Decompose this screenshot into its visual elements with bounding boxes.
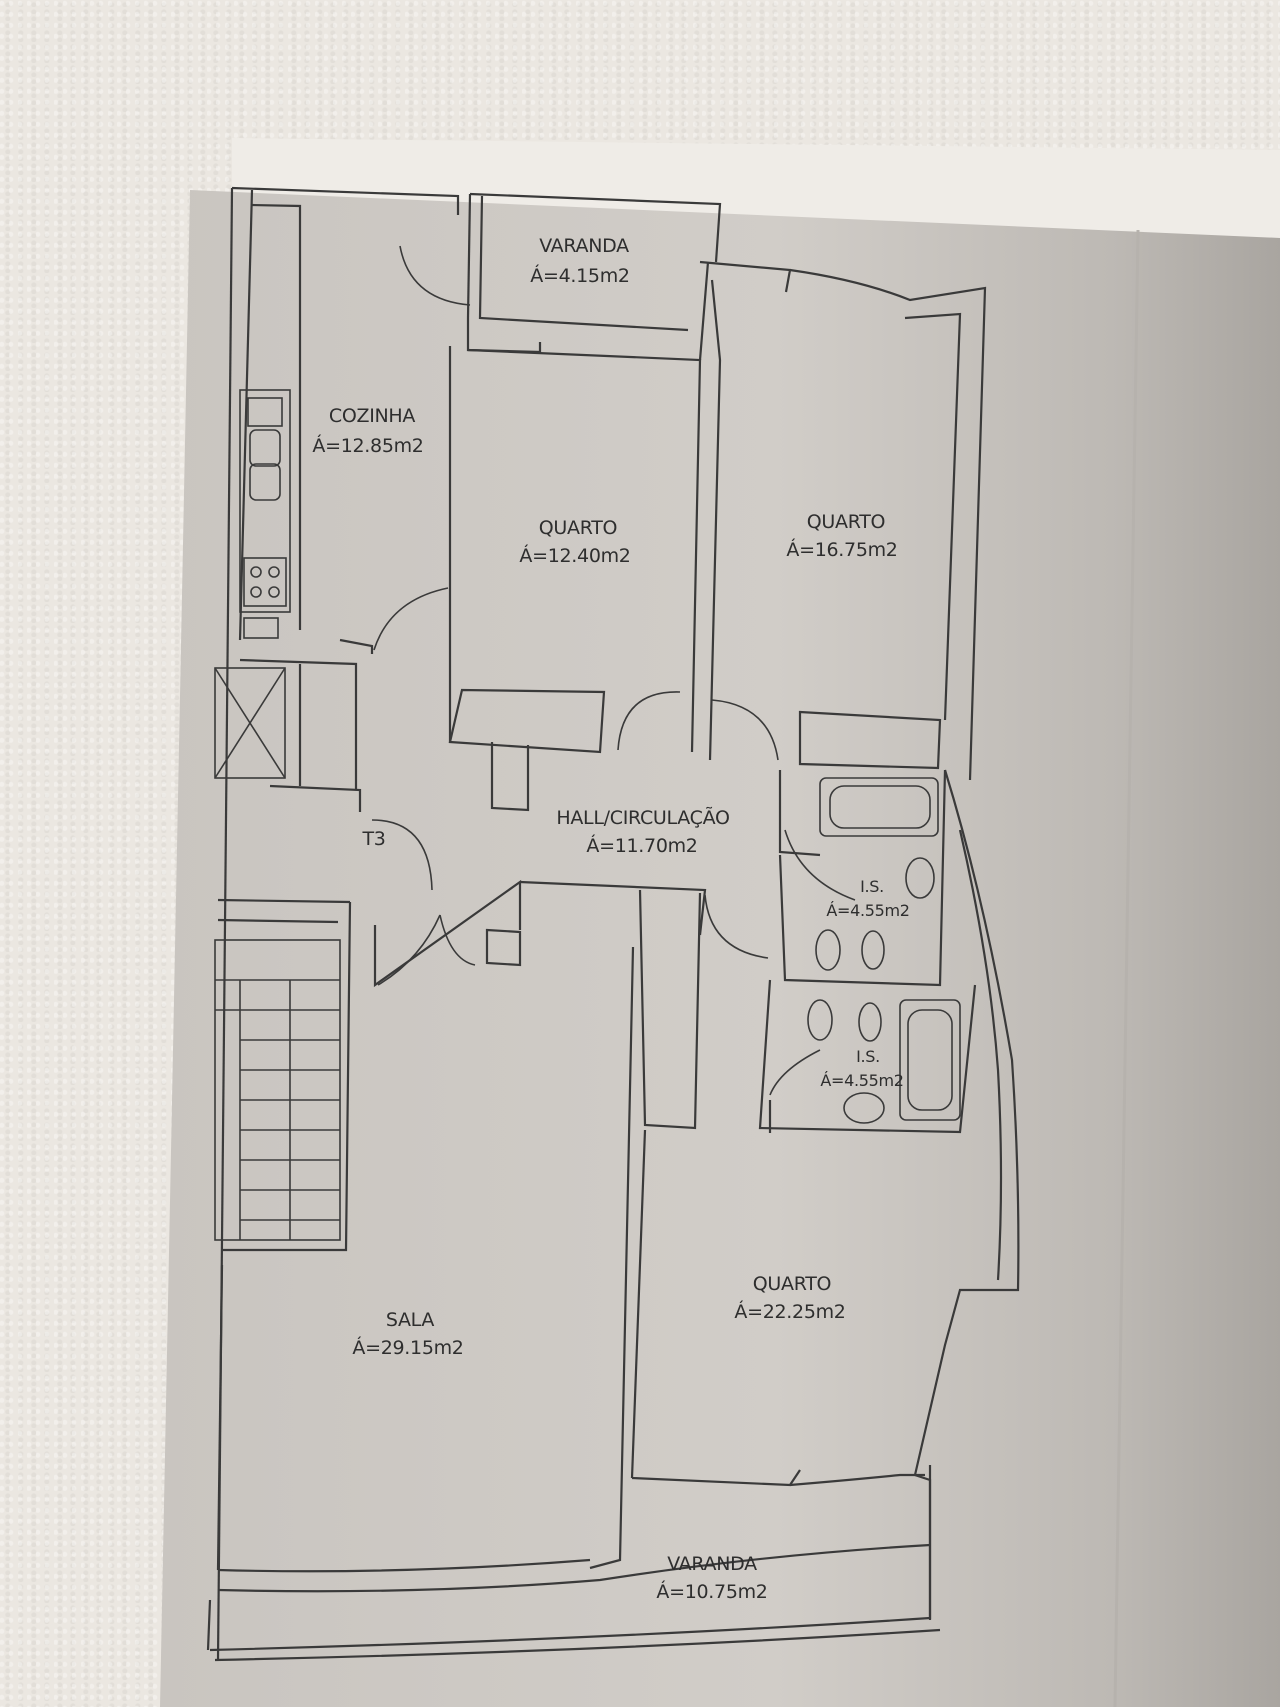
is-1-name: I.S. <box>860 877 884 896</box>
outer-wall-right-lower <box>913 769 1020 1620</box>
quarto-1-name: QUARTO <box>539 517 617 539</box>
walls <box>206 186 1020 1662</box>
sala-area: Á=29.15m2 <box>352 1336 463 1359</box>
varanda-bottom-name: VARANDA <box>667 1553 757 1575</box>
is-1-area: Á=4.55m2 <box>826 901 909 920</box>
varanda-bottom-area: Á=10.75m2 <box>656 1580 767 1603</box>
cozinha-name: COZINHA <box>329 405 416 427</box>
varanda-top-name: VARANDA <box>539 235 629 257</box>
door-swings <box>371 245 856 1096</box>
typology-label: T3 <box>361 828 385 850</box>
quarto-3-area: Á=22.25m2 <box>734 1300 845 1323</box>
quarto-2-name: QUARTO <box>807 511 885 533</box>
toilet-upper <box>861 930 885 970</box>
cozinha-area: Á=12.85m2 <box>312 434 423 457</box>
paper-fold <box>1113 229 1140 1707</box>
fridge-space <box>243 617 279 639</box>
quarto-2-area: Á=16.75m2 <box>786 538 897 561</box>
quarto-1-area: Á=12.40m2 <box>519 544 630 567</box>
kitchen-counter <box>239 389 291 613</box>
sala-name: SALA <box>386 1309 435 1331</box>
outer-wall-bottom <box>209 1465 932 1652</box>
bidet-upper <box>815 929 841 971</box>
hall-name: HALL/CIRCULAÇÃO <box>556 806 729 829</box>
bidet-lower <box>807 999 833 1041</box>
sink-lower <box>843 1092 885 1124</box>
varanda-top-area: Á=4.15m2 <box>530 264 629 287</box>
bathroom-fixtures <box>243 617 961 1124</box>
is-2-name: I.S. <box>856 1047 880 1066</box>
paper-sheet <box>160 190 1280 1707</box>
hall-area: Á=11.70m2 <box>586 834 697 857</box>
elevator-shaft <box>214 667 286 779</box>
quarto-3-name: QUARTO <box>753 1273 831 1295</box>
staircase <box>214 939 341 1241</box>
bathtub-lower <box>899 999 961 1121</box>
sink-upper <box>905 857 935 899</box>
is-2-area: Á=4.55m2 <box>820 1071 903 1090</box>
outer-wall-right-upper <box>789 268 987 781</box>
outer-wall-top <box>231 186 460 215</box>
bathtub-upper <box>819 777 939 837</box>
toilet-lower <box>858 1002 882 1042</box>
